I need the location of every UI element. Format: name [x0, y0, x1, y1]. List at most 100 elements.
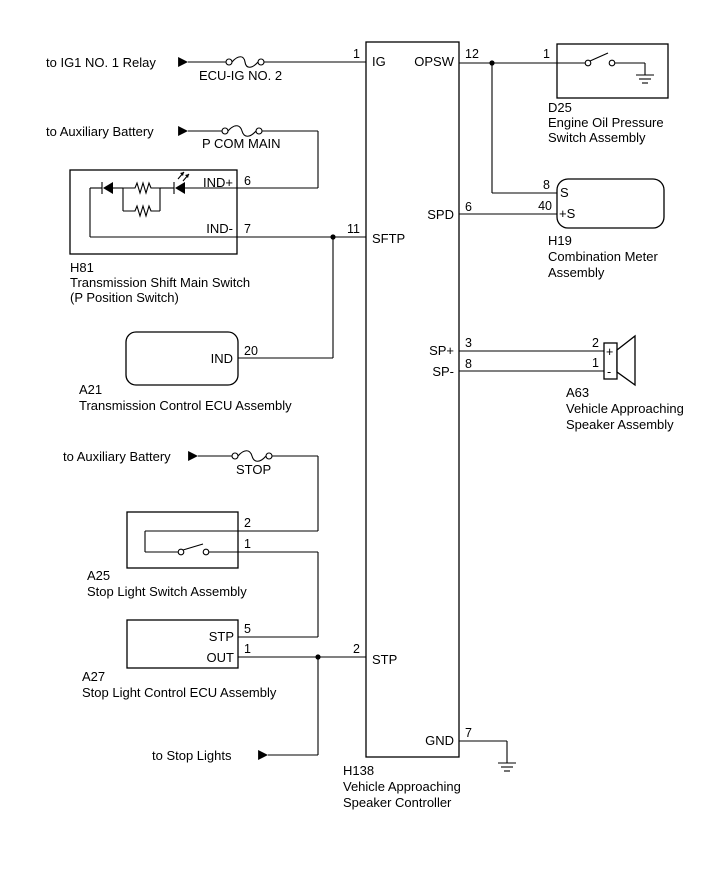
- a21-component: IND 20 A21 Transmission Control ECU Asse…: [79, 331, 292, 413]
- h81-ind-plus-label: IND+: [203, 175, 233, 190]
- terminal-sftp-label: SFTP: [372, 231, 405, 246]
- fuse-stop-label: STOP: [236, 462, 271, 477]
- terminal-gnd-label: GND: [425, 733, 454, 748]
- h81-led-ray-tip-2: [185, 174, 189, 178]
- h81-led-ray-tip-1: [180, 172, 184, 176]
- d25-switch-contact-right: [608, 59, 616, 67]
- h19-pin-8: 8: [543, 178, 550, 192]
- pin-sp-minus: 8: [465, 357, 472, 371]
- aux-battery-2-label: to Auxiliary Battery: [63, 449, 171, 464]
- h81-body: [69, 169, 238, 255]
- fuse-p-com-element: [227, 125, 257, 137]
- d25-switch-blade: [589, 52, 609, 62]
- pin-gnd: 7: [465, 726, 472, 740]
- h81-code: H81: [70, 260, 94, 275]
- fuse-ecu-ig-element: [231, 56, 259, 68]
- h19-plus-s-label: +S: [559, 206, 576, 221]
- pin-sp-plus: 3: [465, 336, 472, 350]
- ig1-relay-label: to IG1 NO. 1 Relay: [46, 55, 156, 70]
- d25-component: 1 D25 Engine Oil Pressure Switch Assembl…: [543, 43, 669, 145]
- a21-code: A21: [79, 382, 102, 397]
- fuse-stop-element: [237, 450, 267, 462]
- h19-pin-40: 40: [538, 199, 552, 213]
- a63-pin-2: 2: [592, 336, 599, 350]
- a63-name-line1: Vehicle Approaching: [566, 401, 684, 416]
- pin-sftp: 11: [347, 222, 360, 236]
- d25-name-line1: Engine Oil Pressure: [548, 115, 664, 130]
- a63-code: A63: [566, 385, 589, 400]
- h19-s-label: S: [560, 185, 569, 200]
- pin-stp: 2: [353, 642, 360, 656]
- h81-resistor-2: [123, 204, 160, 218]
- stop-circuit: to Auxiliary Battery STOP: [63, 449, 319, 532]
- a25-switch-contact-left: [177, 548, 185, 556]
- a25-switch-blade: [182, 543, 204, 551]
- a63-name-line2: Speaker Assembly: [566, 417, 674, 432]
- a25-pin-1: 1: [244, 537, 251, 551]
- d25-code: D25: [548, 100, 572, 115]
- pin-ig: 1: [353, 47, 360, 61]
- a25-component: 2 1 A25 Stop Light Switch Assembly: [87, 511, 251, 599]
- h81-name-line2: (P Position Switch): [70, 290, 179, 305]
- gnd-circuit: [459, 740, 516, 772]
- h81-name-line1: Transmission Shift Main Switch: [70, 275, 250, 290]
- h81-diode-icon: [103, 182, 113, 194]
- a25-switch-contact-right: [202, 548, 210, 556]
- p-com-circuit: to Auxiliary Battery P COM MAIN: [46, 124, 319, 189]
- h81-led-icon: [175, 182, 185, 194]
- controller-name-line1: Vehicle Approaching: [343, 779, 461, 794]
- h19-body: [556, 178, 665, 229]
- d25-name-line2: Switch Assembly: [548, 130, 646, 145]
- h81-pin-6: 6: [244, 174, 251, 188]
- h19-name-line2: Assembly: [548, 265, 605, 280]
- h81-pin-7: 7: [244, 222, 251, 236]
- controller-code: H138: [343, 763, 374, 778]
- a27-stp-label: STP: [209, 629, 234, 644]
- h81-ind-minus-label: IND-: [206, 221, 233, 236]
- a21-body: [125, 331, 239, 386]
- terminal-sp-plus-label: SP+: [429, 343, 454, 358]
- a63-minus-label: -: [607, 365, 611, 379]
- controller-body: [365, 41, 460, 758]
- ig-circuit: to IG1 NO. 1 Relay ECU-IG NO. 2: [46, 55, 366, 83]
- a21-name-line1: Transmission Control ECU Assembly: [79, 398, 292, 413]
- a27-body: [126, 619, 239, 669]
- pin-opsw: 12: [465, 47, 479, 61]
- fuse-ecu-ig-label: ECU-IG NO. 2: [199, 68, 282, 83]
- h19-code: H19: [548, 233, 572, 248]
- terminal-sp-minus-label: SP-: [432, 364, 454, 379]
- a27-name-line1: Stop Light Control ECU Assembly: [82, 685, 277, 700]
- pin-spd: 6: [465, 200, 472, 214]
- speaker-circuit: [459, 350, 604, 372]
- h19-component: S +S 8 40 H19 Combination Meter Assembly: [538, 178, 665, 280]
- d25-body: [556, 43, 669, 99]
- d25-switch-contact-left: [584, 59, 592, 67]
- a27-pin-5: 5: [244, 622, 251, 636]
- a63-component: + - 2 1 A63 Vehicle Approaching Speaker …: [566, 334, 684, 432]
- terminal-stp-label: STP: [372, 652, 397, 667]
- a25-code: A25: [87, 568, 110, 583]
- a27-out-label: OUT: [207, 650, 235, 665]
- speaker-icon: [616, 334, 636, 387]
- terminal-ig-label: IG: [372, 54, 386, 69]
- a25-body: [126, 511, 239, 569]
- a27-component: STP OUT 5 1 A27 Stop Light Control ECU A…: [82, 619, 277, 700]
- h81-resistor-1: [123, 181, 160, 195]
- a21-ind-label: IND: [211, 351, 233, 366]
- a25-pin-2: 2: [244, 516, 251, 530]
- a27-pin-1: 1: [244, 642, 251, 656]
- a63-pin-1: 1: [592, 356, 599, 370]
- a63-plus-label: +: [606, 345, 613, 359]
- controller-name-line2: Speaker Controller: [343, 795, 452, 810]
- aux-battery-1-label: to Auxiliary Battery: [46, 124, 154, 139]
- fuse-p-com-label: P COM MAIN: [202, 136, 281, 151]
- opsw-circuit: [459, 60, 557, 194]
- terminal-opsw-label: OPSW: [414, 54, 454, 69]
- controller-h138: IG OPSW SFTP SPD SP+ SP- STP GND 1 12 11…: [343, 41, 479, 810]
- stp-out-circuit: to Stop Lights: [152, 654, 366, 763]
- d25-pin-1: 1: [543, 47, 550, 61]
- a25-name-line1: Stop Light Switch Assembly: [87, 584, 247, 599]
- terminal-spd-label: SPD: [427, 207, 454, 222]
- stop-lights-label: to Stop Lights: [152, 748, 232, 763]
- a27-code: A27: [82, 669, 105, 684]
